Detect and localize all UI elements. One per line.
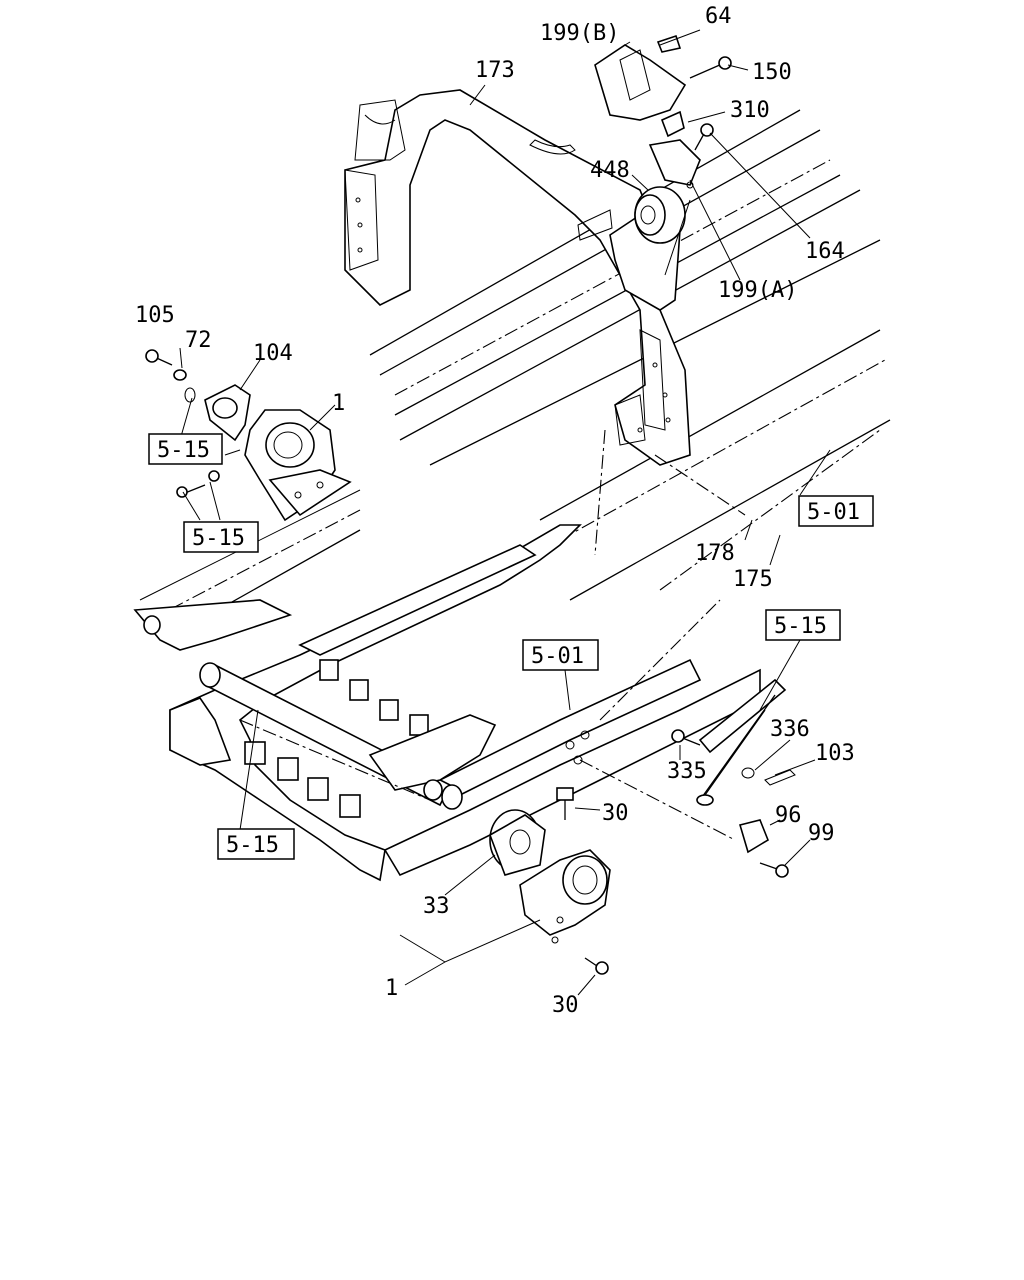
lower-mount-assembly [489, 787, 611, 975]
label-72: 72 [185, 328, 212, 353]
leader-lines [179, 29, 831, 996]
label-310: 310 [730, 98, 770, 123]
label-99: 99 [808, 821, 835, 846]
reference-boxes: 5-15 5-15 5-01 5-01 5-15 5-15 [148, 433, 874, 860]
ref-box-5-15-bottom: 5-15 [217, 828, 295, 860]
chassis-frame [169, 524, 761, 882]
label-105: 105 [135, 303, 175, 328]
label-199b: 199(B) [540, 21, 619, 46]
label-164: 164 [805, 239, 845, 264]
ref-box-5-01-center: 5-01 [522, 639, 599, 671]
ref-text-5-15-bottom: 5-15 [226, 833, 279, 858]
label-64: 64 [705, 4, 732, 29]
crossmember-tube [133, 599, 590, 810]
label-175: 175 [733, 567, 773, 592]
label-30-bottom: 30 [552, 993, 579, 1018]
label-173: 173 [475, 58, 515, 83]
label-199a: 199(A) [718, 278, 797, 303]
label-1-bottom: 1 [385, 976, 398, 1001]
label-335: 335 [667, 759, 707, 784]
ref-text-5-15-right: 5-15 [774, 614, 827, 639]
cab-mount-bracket-173 [344, 89, 691, 466]
label-33: 33 [423, 894, 450, 919]
upper-mount-assembly [594, 34, 732, 311]
frame-rail-lines [139, 109, 891, 621]
ref-text-5-15-a: 5-15 [157, 438, 210, 463]
label-96: 96 [775, 803, 802, 828]
stabilizer-link [671, 678, 796, 878]
ref-box-5-15-right: 5-15 [765, 609, 841, 641]
label-104: 104 [253, 341, 293, 366]
ref-box-5-15-b: 5-15 [183, 521, 259, 553]
label-336: 336 [770, 717, 810, 742]
label-103: 103 [815, 741, 855, 766]
label-30-top: 30 [602, 801, 629, 826]
label-150: 150 [752, 60, 792, 85]
label-1-top: 1 [332, 391, 345, 416]
ref-box-5-15-a: 5-15 [148, 433, 223, 465]
ref-text-5-01-center: 5-01 [531, 644, 584, 669]
ref-text-5-01-right: 5-01 [807, 500, 860, 525]
ref-text-5-15-b: 5-15 [192, 526, 245, 551]
part-number-labels: 64 199(B) 150 173 310 448 164 199(A) 105… [135, 4, 855, 1018]
label-178: 178 [695, 541, 735, 566]
left-mount-assembly [145, 349, 352, 522]
label-448: 448 [590, 158, 630, 183]
construction-lines [239, 429, 881, 841]
ref-box-5-01-right: 5-01 [798, 495, 874, 527]
